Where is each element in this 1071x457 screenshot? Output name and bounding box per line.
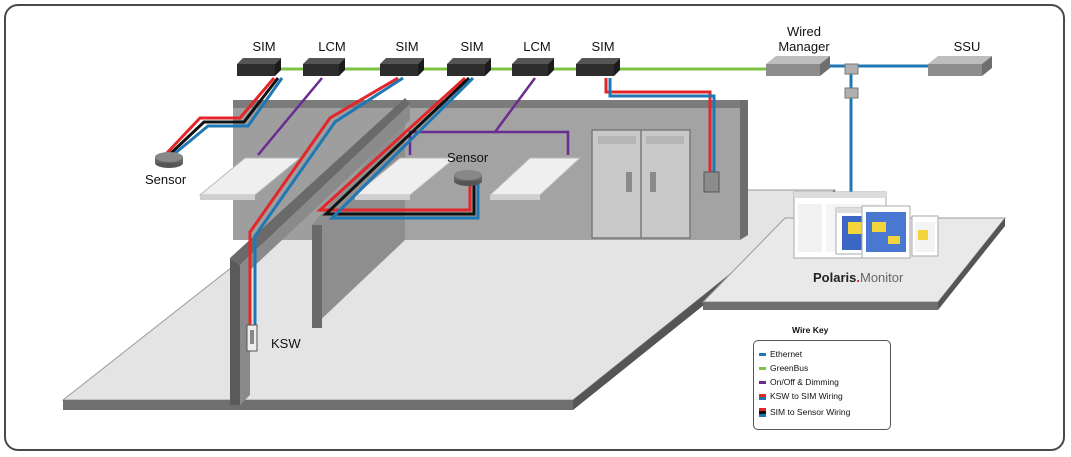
ksw-device [246, 324, 258, 352]
label-sensor-left: Sensor [145, 172, 187, 187]
label-sensor-center: Sensor [447, 150, 489, 165]
wire-key-item-greenbus: GreenBus [759, 363, 808, 374]
sensor-center-device [454, 170, 482, 186]
ksw-wiring [248, 76, 404, 325]
ethernet-switch-top [844, 63, 859, 75]
dimming-lines [257, 77, 570, 156]
sim-module-3 [447, 58, 491, 76]
wire-key-label: On/Off & Dimming [770, 377, 839, 387]
wire-key-label: GreenBus [770, 363, 809, 373]
ssu-box [928, 56, 992, 76]
label-sim-4: SIM [591, 39, 615, 54]
ethernet-switch-mid [844, 87, 859, 99]
wire-key-label: KSW to SIM Wiring [770, 391, 843, 401]
wire-key-legend: Ethernet GreenBus On/Off & Dimming KSW t… [753, 340, 891, 430]
ksw-swatch [759, 393, 766, 400]
lcm-module-1 [303, 58, 345, 76]
sim-module-4 [576, 58, 620, 76]
label-lcm-2: LCM [523, 39, 551, 54]
sensor-swatch [759, 408, 766, 418]
door-wiring [604, 78, 716, 172]
sensor-wiring-left [163, 77, 284, 157]
label-wired-manager-2: Manager [778, 39, 830, 54]
sensor-left-device [155, 152, 183, 168]
double-door [591, 129, 691, 239]
sim-module-2 [380, 58, 424, 76]
label-sim-3: SIM [460, 39, 484, 54]
label-wired-manager-1: Wired [787, 24, 821, 39]
greenbus-swatch [759, 367, 766, 371]
label-ksw: KSW [271, 336, 301, 351]
wired-manager-box [766, 56, 830, 76]
wire-key-item-ksw: KSW to SIM Wiring [759, 391, 843, 402]
label-lcm-1: LCM [318, 39, 346, 54]
polaris-dot: . [856, 270, 860, 285]
wire-key-item-dimming: On/Off & Dimming [759, 377, 839, 388]
label-sim-2: SIM [395, 39, 419, 54]
lcm-module-2 [512, 58, 554, 76]
dimming-swatch [759, 381, 766, 385]
wire-key-label: Ethernet [770, 349, 803, 359]
module-boxes [237, 56, 992, 99]
ethernet-lines [825, 64, 935, 192]
door-sensor-device [703, 171, 720, 193]
monitor-screens [793, 191, 939, 259]
sim-module-1 [237, 58, 281, 76]
polaris-brand: Polaris [813, 270, 857, 285]
polaris-monitor-logo: Polaris.Monitor [813, 270, 903, 285]
polaris-product: Monitor [859, 270, 904, 285]
label-sim-1: SIM [252, 39, 276, 54]
wire-key-item-ethernet: Ethernet [759, 349, 802, 360]
wire-key-item-sensor: SIM to Sensor Wiring [759, 407, 850, 418]
wire-key-label: SIM to Sensor Wiring [770, 407, 851, 417]
light-fixtures [198, 157, 582, 200]
label-ssu: SSU [953, 39, 981, 54]
wire-key-title: Wire Key [792, 325, 829, 335]
sensor-wiring-center [316, 76, 480, 220]
ethernet-swatch [759, 353, 766, 357]
